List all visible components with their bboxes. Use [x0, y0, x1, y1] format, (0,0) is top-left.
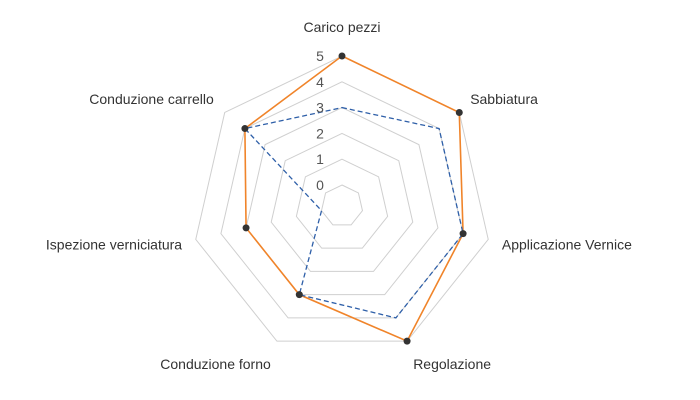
tick-label-3: 3 [316, 100, 324, 116]
radar-tick-labels: 0 1 2 3 4 5 [316, 48, 324, 193]
grid-ring-2 [270, 132, 414, 272]
grid-ring-5 [195, 55, 489, 342]
radar-marker-layer [241, 52, 467, 345]
tick-label-1: 1 [316, 151, 324, 167]
series-1-point-7 [241, 125, 249, 133]
series-1-point-5 [295, 291, 303, 299]
grid-ring-0 [320, 184, 364, 226]
axis-label-3: Applicazione Vernice [502, 236, 632, 252]
grid-ring-4 [220, 81, 464, 319]
axis-label-5: Conduzione forno [160, 356, 271, 372]
series-1-point-4 [403, 337, 411, 345]
grid-ring-1 [295, 158, 389, 249]
tick-label-0: 0 [316, 177, 324, 193]
radar-grid [195, 55, 489, 342]
axis-label-7: Conduzione carrello [89, 91, 214, 107]
tick-label-5: 5 [316, 48, 324, 64]
axis-label-2: Sabbiatura [470, 91, 538, 107]
grid-ring-3 [245, 107, 439, 296]
series-1-point-1 [338, 52, 346, 60]
tick-label-4: 4 [316, 74, 324, 90]
series-1-point-6 [242, 224, 250, 232]
series-line-1 [244, 55, 464, 343]
series-1-point-2 [455, 108, 463, 116]
axis-label-4: Regolazione [413, 356, 491, 372]
axis-label-1: Carico pezzi [303, 19, 380, 35]
axis-label-6: Ispezione verniciatura [46, 236, 182, 252]
series-line-2 [243, 106, 464, 319]
series-1-point-3 [459, 230, 467, 238]
tick-label-2: 2 [316, 125, 324, 141]
radar-series-layer [243, 55, 464, 343]
